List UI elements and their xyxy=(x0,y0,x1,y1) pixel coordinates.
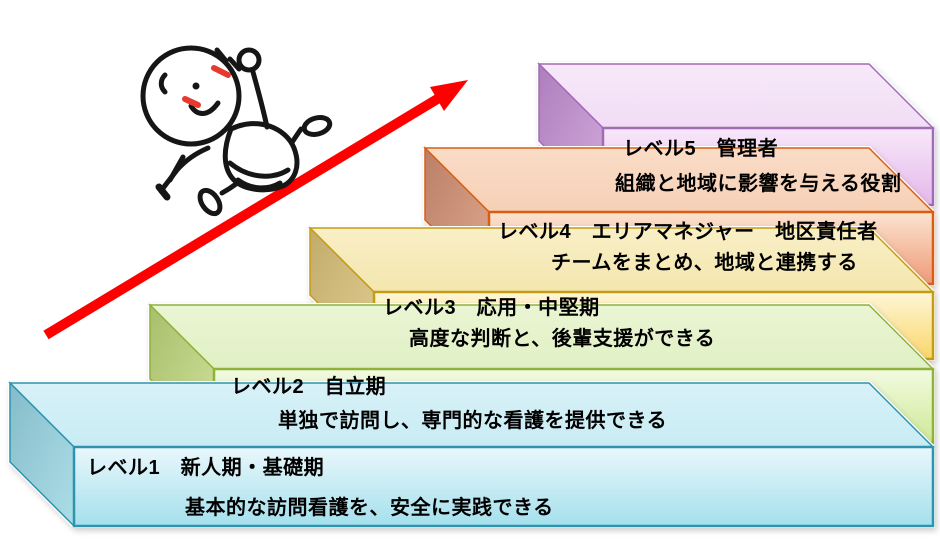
level-5-description: 組織と地域に影響を与える役割 xyxy=(615,173,902,195)
level-1-title: レベル1 新人期・基礎期 xyxy=(87,457,325,479)
smile xyxy=(188,100,221,116)
level-3-title: レベル3 応用・中堅期 xyxy=(383,297,600,319)
step-level-1 xyxy=(8,381,935,528)
right-eye xyxy=(192,82,200,90)
back-foot xyxy=(301,115,333,137)
hair-strokes xyxy=(214,47,242,72)
level-2-description: 単独で訪問し、専門的な看護を提供できる xyxy=(278,410,668,432)
blush-marks xyxy=(182,65,231,108)
level-2-title: レベル2 自立期 xyxy=(231,376,387,398)
fist xyxy=(236,47,262,73)
level-3-description: 高度な判断と、後輩支援ができる xyxy=(409,328,716,350)
growth-arrow xyxy=(43,80,468,340)
torso-fold xyxy=(227,160,291,179)
front-foot xyxy=(197,187,223,217)
torso-fold xyxy=(235,177,283,191)
left-eye xyxy=(158,72,168,95)
head xyxy=(140,45,242,147)
running-person-doodle xyxy=(140,45,333,217)
hand xyxy=(155,183,171,201)
raised-arm xyxy=(250,69,270,130)
level-1-description: 基本的な訪問看護を、安全に実践できる xyxy=(185,497,554,519)
hand-finger xyxy=(167,154,186,183)
level-4-description: チームをまとめ、地域と連携する xyxy=(551,252,858,274)
forward-arm xyxy=(158,145,211,194)
level-5-title: レベル5 管理者 xyxy=(623,138,779,160)
level-4-title: レベル4 エリアマネジャー 地区責任者 xyxy=(498,221,878,243)
